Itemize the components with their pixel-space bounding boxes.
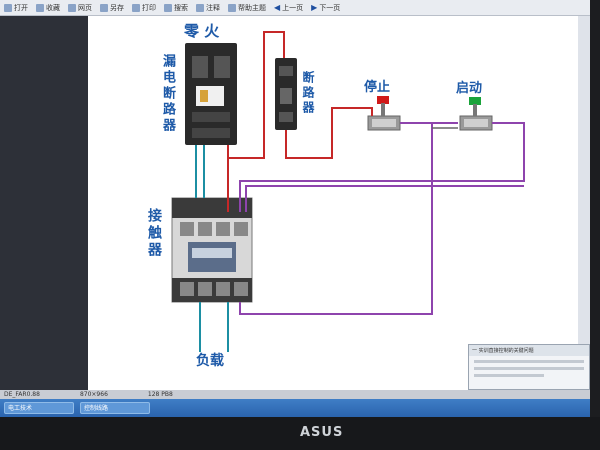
toolbar-prev-button[interactable]: ◀上一页 (274, 2, 304, 12)
toolbar-next-button[interactable]: ▶下一页 (311, 2, 341, 12)
arrow-left-icon: ◀ (274, 2, 281, 12)
taskbar-item[interactable]: 控制线路 (80, 402, 150, 414)
leakage-breaker (185, 43, 237, 145)
toolbar-saveas-button[interactable]: 另存 (100, 3, 124, 13)
neutral-fire-label: 零 火 (184, 22, 220, 40)
arrow-right-icon: ▶ (311, 2, 318, 12)
toolbar-help-button[interactable]: 帮助主题 (228, 3, 266, 13)
status-left: DE_FAR0.88 (4, 391, 40, 398)
note-icon (196, 3, 204, 12)
taskbar: 电工技术 控制线路 (0, 399, 590, 417)
cyan-wires (195, 145, 229, 352)
popup-title: 一 实训直接控制的关键问题 (469, 345, 589, 356)
toolbar-note-button[interactable]: 注释 (196, 3, 220, 13)
circuit-breaker (275, 58, 297, 130)
load-label: 负载 (196, 353, 224, 369)
start-button (459, 97, 493, 131)
leakage-breaker-label: 漏电断路器 (160, 54, 175, 134)
print-icon (132, 3, 140, 12)
status-right: 128 PB8 (147, 391, 173, 398)
help-popup[interactable]: 一 实训直接控制的关键问题 (468, 344, 590, 390)
popup-text-line (474, 367, 584, 370)
viewer-toolbar: 打开 收藏 网页 另存 打印 搜索 注释 帮助主题 ◀上一页 ▶下一页 (0, 0, 590, 16)
diagram-canvas: 零 火 漏电断路器 断路器 停止 启动 接触器 负载 (88, 16, 578, 390)
toolbar-web-button[interactable]: 网页 (68, 3, 92, 13)
brand-logo: ASUS (300, 425, 344, 440)
toolbar-print-button[interactable]: 打印 (132, 3, 156, 13)
breaker-label: 断路器 (301, 71, 315, 116)
taskbar-item[interactable]: 电工技术 (4, 402, 74, 414)
left-dark-panel (0, 16, 88, 392)
wiring-diagram (171, 31, 525, 352)
popup-text-line (474, 360, 584, 363)
toolbar-open-button[interactable]: 打开 (4, 3, 28, 13)
stop-label: 停止 (364, 80, 391, 95)
star-icon (36, 3, 44, 12)
status-middle: 870×966 (79, 391, 108, 398)
status-bar: DE_FAR0.88 870×966 128 PB8 (0, 390, 590, 399)
purple-wires (239, 122, 525, 315)
toolbar-search-button[interactable]: 搜索 (164, 3, 188, 13)
monitor-bezel (0, 417, 600, 450)
red-wires (227, 31, 373, 212)
help-icon (228, 3, 236, 12)
popup-text-line (474, 374, 544, 377)
contactor (171, 197, 253, 303)
folder-icon (4, 3, 12, 12)
monitor-screen: 打开 收藏 网页 另存 打印 搜索 注释 帮助主题 ◀上一页 ▶下一页 (0, 0, 590, 417)
search-icon (164, 3, 172, 12)
save-icon (100, 3, 108, 12)
web-icon (68, 3, 76, 12)
contactor-label: 接触器 (146, 208, 162, 259)
start-label: 启动 (456, 81, 483, 96)
toolbar-favorite-button[interactable]: 收藏 (36, 3, 60, 13)
